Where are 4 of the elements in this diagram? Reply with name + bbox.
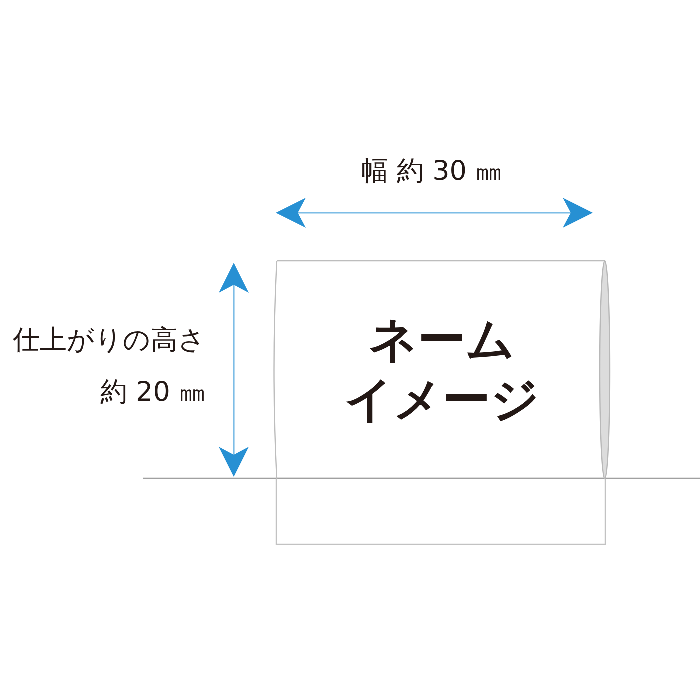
height-dimension-label: 約 20 ㎜ — [100, 376, 206, 410]
height-caption: 仕上がりの高さ — [13, 324, 206, 358]
width-dimension-label: 幅 約 30 ㎜ — [361, 155, 503, 189]
tag-name-text: ネームイメージ — [344, 311, 540, 430]
